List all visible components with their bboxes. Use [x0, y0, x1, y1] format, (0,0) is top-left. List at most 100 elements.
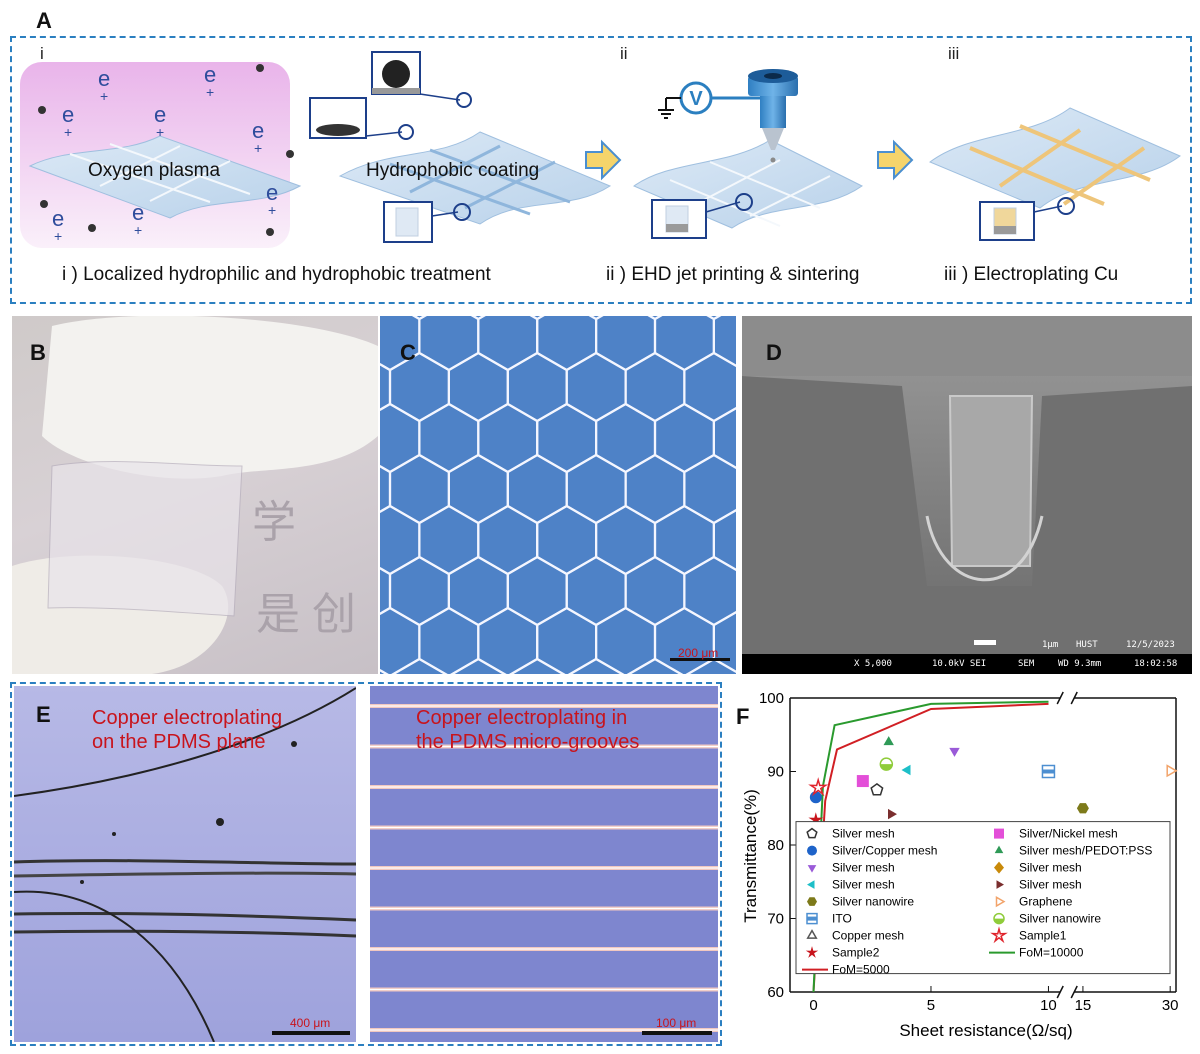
sheet-electroplated [929, 107, 1181, 209]
scale-bar-label: 200 μm [678, 646, 719, 660]
hexagon-cell [380, 402, 421, 474]
background-character: 是 [256, 589, 300, 640]
ion-symbol: e [52, 206, 65, 231]
plasma-label: Oxygen plasma [88, 160, 221, 181]
wires-on-plane [14, 687, 356, 1042]
hexagon-cell [536, 316, 598, 372]
panel-e-frame [10, 682, 722, 1046]
panel-e-letter: E [36, 702, 51, 727]
hexagon-cell [418, 316, 480, 372]
ion-symbol: e [98, 66, 111, 91]
panel-a-frame [10, 36, 1192, 304]
x-tick-label: 5 [927, 997, 935, 1014]
scale-bar-label: 100 μm [656, 1016, 697, 1030]
panel-d-letter: D [766, 340, 782, 365]
scale-bar-label: 400 μm [290, 1016, 331, 1030]
legend-label: FoM=5000 [832, 963, 890, 977]
legend-label: Silver/Copper mesh [832, 844, 937, 858]
panel-d-sem: 1μm HUST 12/5/2023 X 5,000 10.0kV SEI SE… [742, 316, 1192, 674]
data-point [870, 782, 884, 796]
hexagon-cell [595, 504, 657, 576]
x-tick-label: 10 [1040, 997, 1057, 1014]
ion-charge: + [268, 202, 277, 218]
hexagon-cell [418, 402, 480, 474]
fingers-illustration [12, 316, 378, 674]
ion-charge: + [156, 124, 165, 140]
y-tick-label: 80 [767, 837, 784, 854]
hexagon-cell [380, 464, 392, 514]
sem-voltage: 10.0kV SEI [932, 659, 987, 669]
hexagon-cell [450, 657, 507, 674]
x-tick-label: 30 [1162, 997, 1179, 1014]
hexagon-cell [380, 566, 392, 616]
sem-date: 12/5/2023 [1126, 640, 1175, 650]
sem-scale-text: 1μm [1042, 640, 1059, 650]
hexagon-cell [477, 316, 539, 372]
sem-scale-bar [974, 640, 996, 645]
ion-charge: + [254, 140, 263, 156]
legend-label: Silver mesh [1019, 878, 1082, 892]
legend-label: Silver nanowire [1019, 912, 1101, 926]
panel-b-letter: B [30, 340, 46, 365]
axis-break-mark [1070, 985, 1078, 999]
panel-a-illustration: V [20, 51, 1181, 248]
legend-marker [993, 912, 1005, 925]
legend-marker [807, 880, 815, 889]
hexagon-cell [447, 555, 509, 627]
background-character: 创 [312, 589, 356, 640]
axis-break-mark [1056, 985, 1064, 999]
plasma-particles [38, 64, 294, 236]
legend-label: Silver nanowire [832, 895, 914, 909]
hexagon-cell [595, 316, 657, 372]
x-tick-label: 0 [809, 997, 817, 1014]
left-label-line2: on the PDMS plane [92, 731, 266, 753]
data-point [1041, 764, 1056, 779]
caption-step-ii: ii ) EHD jet printing & sintering [606, 264, 860, 285]
step-ii-numeral: ii [620, 44, 628, 63]
hexagon-cell [565, 453, 627, 525]
axis-break-mark [1056, 691, 1064, 705]
hexagon-cell [626, 657, 684, 674]
sem-time: 18:02:58 [1134, 659, 1178, 669]
ion-charge: + [206, 84, 215, 100]
step-i-numeral: i [40, 44, 44, 63]
legend-marker [994, 828, 1004, 839]
data-point [949, 747, 960, 757]
hexagon-cell [595, 402, 657, 474]
process-arrow-1 [585, 139, 622, 181]
hexagon-cell [624, 453, 686, 525]
left-label-line1: Copper electroplating [92, 707, 283, 729]
hexagon-cell [506, 351, 568, 423]
hexagon-cell [380, 606, 421, 674]
legend-label: Silver mesh [1019, 861, 1082, 875]
y-tick-label: 100 [759, 690, 784, 707]
caption-step-iii: iii ) Electroplating Cu [944, 264, 1119, 285]
panel-c-letter: C [400, 340, 416, 365]
y-axis-label: Transmittance(%) [741, 789, 760, 923]
sheet-hydrophobic [338, 131, 612, 225]
hexagon-cell [380, 362, 392, 412]
sem-magnification: X 5,000 [854, 659, 892, 669]
x-tick-label: 15 [1075, 997, 1092, 1014]
ion-symbol: e [154, 102, 167, 127]
legend-marker [806, 929, 818, 939]
panel-c-photo: 200 μm [380, 316, 736, 674]
axis-break-mark [1070, 691, 1078, 705]
data-point [808, 812, 824, 827]
data-point [1076, 803, 1089, 814]
legend-marker [807, 897, 817, 906]
ion-charge: + [64, 124, 73, 140]
hexagon-cell [712, 610, 736, 674]
legend-label: Silver mesh [832, 827, 895, 841]
hexagon-cell [683, 351, 736, 423]
legend-label: Copper mesh [832, 929, 904, 943]
sem-trench [742, 316, 1192, 656]
hexagon-cell [388, 453, 451, 525]
hexagon-cell [506, 453, 568, 525]
legend-marker [990, 926, 1008, 944]
data-point [901, 764, 911, 776]
panel-e-left-photo: 400 μm [14, 686, 356, 1042]
hexagon-cell [447, 453, 509, 525]
hexagon-cell [388, 351, 451, 423]
